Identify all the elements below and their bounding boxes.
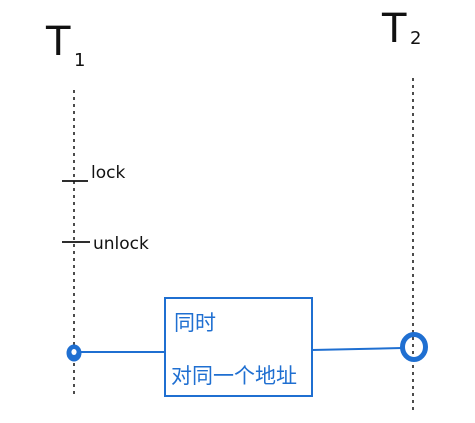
lock-label: lock [91, 163, 125, 183]
thread-t2-letter: T [381, 6, 407, 52]
connector-right [311, 347, 403, 351]
sync-box: 同时 对同一个地址 [164, 297, 313, 397]
sync-box-line2: 对同一个地址 [171, 364, 297, 388]
thread-t1-letter: T [45, 19, 71, 65]
t2-access-ring [400, 332, 428, 362]
thread-t2-subscript: 2 [410, 28, 421, 49]
t1-access-dot-center [71, 349, 77, 355]
t1-access-point [66, 344, 82, 362]
thread-t1-title: T 1 [45, 19, 85, 71]
lock-event: lock [62, 163, 125, 183]
unlock-label: unlock [93, 234, 149, 254]
unlock-event: unlock [62, 234, 149, 254]
thread-t2-title: T 2 [381, 6, 421, 52]
thread-t1-subscript: 1 [74, 50, 85, 71]
sync-box-frame [164, 297, 313, 397]
sync-box-line1: 同时 [174, 311, 216, 335]
t2-access-point [400, 332, 428, 362]
